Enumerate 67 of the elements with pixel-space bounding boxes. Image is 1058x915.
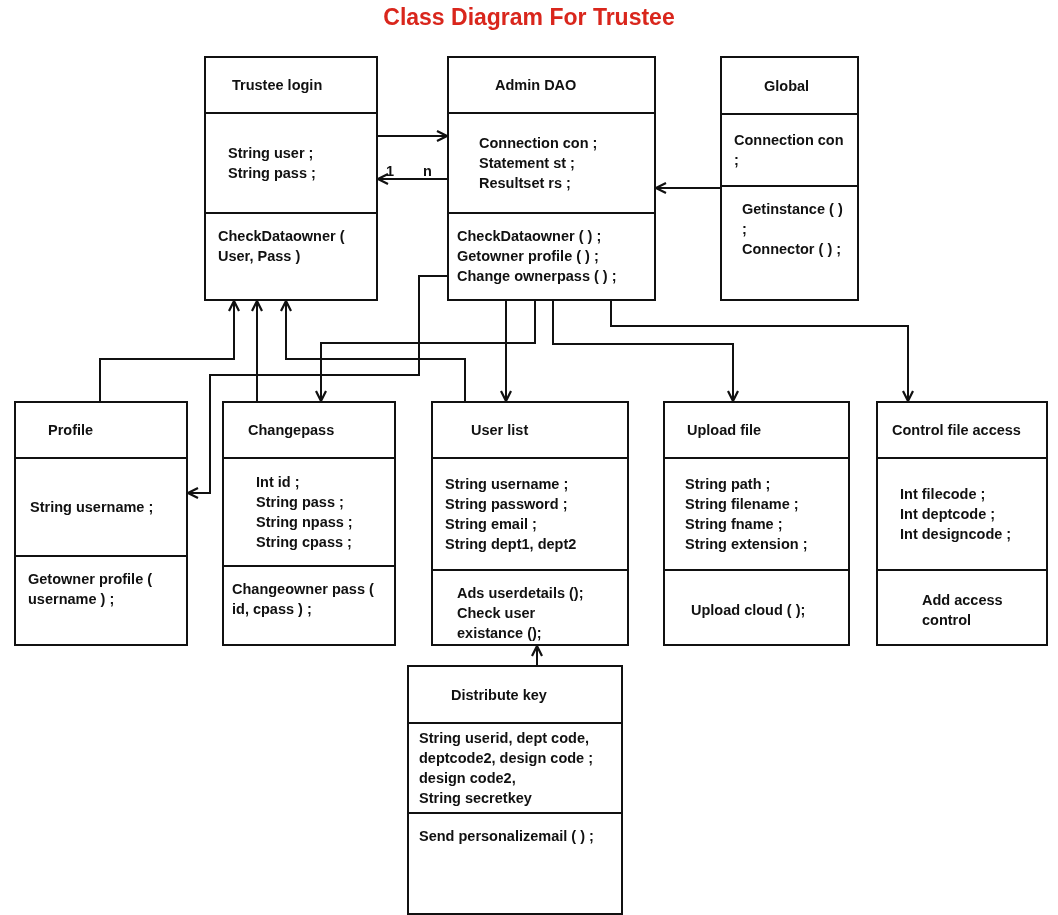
method-text: Send personalizemail ( ) ; — [419, 827, 595, 846]
arrow — [552, 300, 740, 403]
class-name: Global — [764, 76, 811, 96]
arrow — [99, 299, 241, 402]
method-text: Ads userdetails (); — [457, 584, 585, 603]
arrow — [377, 129, 449, 143]
attribute-text: Int designcode ; — [900, 525, 1013, 544]
attribute-text: String username ; — [445, 475, 570, 494]
class-box — [431, 401, 629, 646]
attribute-text: String userid, dept code, deptcode2, design code ; design code2, — [419, 729, 595, 788]
class-box — [876, 401, 1048, 646]
attribute-text: Int id ; — [256, 473, 301, 492]
class-box — [407, 665, 623, 915]
class-name: Upload file — [687, 421, 763, 440]
attribute-text: String cpass ; — [256, 533, 353, 552]
attribute-text: String fname ; — [685, 515, 784, 534]
attribute-text: Int filecode ; — [900, 485, 987, 504]
attribute-text: String pass ; — [228, 164, 317, 183]
method-text: Change ownerpass ( ) ; — [457, 267, 618, 286]
attribute-text: Connection con ; — [734, 131, 845, 170]
class-box — [204, 56, 378, 301]
arrow — [610, 300, 915, 403]
class-box — [447, 56, 656, 301]
class-name: Profile — [48, 421, 95, 440]
attribute-text: String extension ; — [685, 535, 809, 554]
attribute-text: String email ; — [445, 515, 538, 534]
attribute-text: String username ; — [30, 498, 155, 517]
attribute-text: String secretkey — [419, 789, 533, 808]
method-text: Add access control — [922, 590, 1004, 630]
arrow — [499, 300, 513, 403]
arrow — [314, 300, 536, 403]
attribute-text: String filename ; — [685, 495, 800, 514]
class-name: Changepass — [248, 421, 336, 440]
class-name: User list — [471, 421, 530, 440]
attribute-text: String pass ; — [256, 493, 345, 512]
class-box — [14, 401, 188, 646]
attribute-text: String user ; — [228, 144, 315, 163]
attribute-text: String npass ; — [256, 513, 354, 532]
method-text: CheckDataowner ( ) ; — [457, 227, 603, 246]
attribute-text: Connection con ; — [479, 134, 599, 153]
attribute-text: String path ; — [685, 475, 772, 494]
arrow — [250, 299, 264, 402]
attribute-text: String password ; — [445, 495, 569, 514]
method-text: Changeowner pass ( id, cpass ) ; — [232, 580, 375, 619]
attribute-text: Resultset rs ; — [479, 174, 572, 193]
multiplicity-label: n — [423, 163, 432, 179]
class-name: Admin DAO — [495, 76, 578, 95]
arrow — [530, 644, 544, 666]
class-name: Distribute key — [451, 685, 548, 705]
attribute-text: Int deptcode ; — [900, 505, 997, 524]
multiplicity-label: 1 — [386, 163, 395, 179]
method-text: Getinstance ( ) ; — [742, 200, 844, 239]
method-text: Upload cloud ( ); — [691, 600, 807, 620]
method-text: Getowner profile ( ) ; — [457, 247, 600, 266]
arrow — [279, 299, 466, 402]
attribute-text: String dept1, dept2 — [445, 535, 578, 554]
method-text: Connector ( ) ; — [742, 240, 843, 259]
class-name: Trustee login — [232, 76, 324, 95]
class-box — [222, 401, 396, 646]
class-name: Control file access — [892, 421, 1022, 440]
method-text: CheckDataowner ( User, Pass ) — [218, 227, 346, 266]
diagram-title: Class Diagram For Trustee — [382, 4, 676, 31]
class-box — [663, 401, 850, 646]
class-box — [720, 56, 859, 301]
method-text: Getowner profile ( username ) ; — [28, 570, 154, 609]
method-text: Check user existance (); — [457, 604, 543, 643]
attribute-text: Statement st ; — [479, 154, 576, 173]
